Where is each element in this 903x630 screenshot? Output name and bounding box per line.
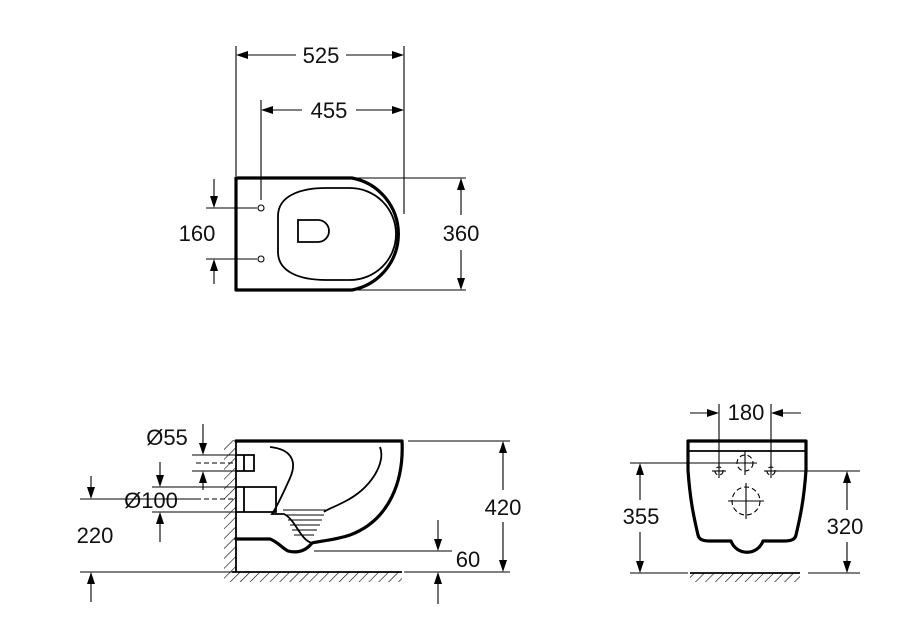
- dimension-width: 360: [356, 177, 480, 291]
- dimension-outlet-height: 220: [77, 476, 232, 602]
- side-view: Ø55 Ø100 220: [77, 424, 522, 604]
- dimension-overall-length: 525: [235, 43, 405, 214]
- side-view-outlet: [236, 486, 277, 513]
- dimension-outlet-height-label: 220: [77, 523, 114, 548]
- dimension-overall-height-label: 420: [485, 495, 522, 520]
- top-view-seat: [277, 187, 397, 281]
- water-lines: [283, 509, 326, 536]
- rear-inlet-hole: [733, 451, 757, 475]
- rear-view: 180 355 320: [623, 400, 864, 582]
- side-view-body: [234, 439, 404, 554]
- rear-bolt-hole-left: [712, 464, 726, 478]
- dimension-bolt-spacing: 180: [690, 400, 801, 466]
- wall-hatch: [224, 440, 236, 572]
- rear-floor-hatch: [690, 573, 800, 582]
- side-view-bowl-inner: [269, 446, 313, 544]
- dimension-rear-outlet-height: 355: [623, 462, 733, 574]
- dimension-outlet-diameter: Ø100: [124, 462, 236, 542]
- fixing-hole-lower: [257, 255, 265, 263]
- top-view-outline: [234, 176, 400, 292]
- dimension-rim-length: 455: [260, 98, 404, 200]
- dimension-rim-length-label: 455: [311, 98, 348, 123]
- dimension-rear-outlet-height-label: 355: [623, 504, 660, 529]
- dimension-outlet-diameter-label: Ø100: [124, 488, 178, 513]
- dimension-overall-length-label: 525: [303, 43, 340, 68]
- dimension-overall-height: 420: [404, 440, 522, 573]
- dimension-fixing-height: 320: [776, 470, 864, 574]
- side-view-inlet: [236, 454, 255, 472]
- dimension-bolt-spacing-label: 180: [728, 400, 765, 425]
- dimension-fixing-height-label: 320: [827, 514, 864, 539]
- rear-outlet-hole: [728, 483, 764, 519]
- dimension-bowl-depth: 60: [314, 520, 480, 604]
- side-view-rim: [323, 446, 383, 513]
- dimension-inlet-diameter: Ø55: [146, 424, 236, 490]
- floor-hatch: [224, 572, 402, 582]
- rear-view-body: [686, 439, 808, 554]
- dimension-width-label: 360: [443, 221, 480, 246]
- dimension-fixing-hole-spacing-label: 160: [179, 221, 216, 246]
- dimension-bowl-depth-label: 60: [456, 547, 480, 572]
- fixing-hole-upper: [257, 204, 265, 212]
- dimension-fixing-hole-spacing: 160: [179, 179, 257, 284]
- rear-bolt-hole-right: [764, 464, 778, 478]
- top-view: 525 455 160 360: [179, 43, 480, 292]
- top-view-outlet: [297, 219, 330, 243]
- dimension-inlet-diameter-label: Ø55: [146, 425, 188, 450]
